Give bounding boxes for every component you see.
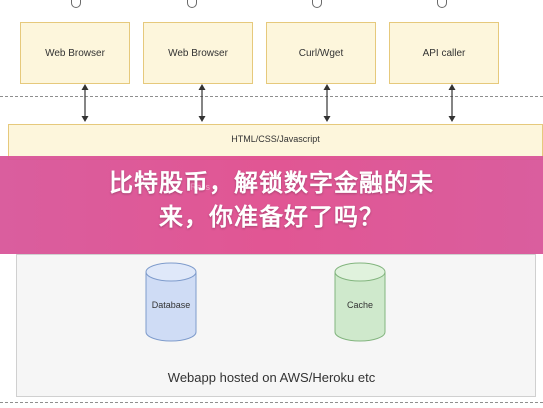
promo-headline-line-1: 比特股币，解锁数字金融的未 [109,169,434,197]
rails-partial-label: Rails [190,182,211,192]
cache-cylinder: Cache [334,262,386,342]
top-divider [0,96,543,97]
user-icon [187,0,197,8]
promo-banner [0,156,543,254]
frontend-layer: HTML/CSS/Javascript [8,124,543,160]
promo-headline-line-2: 来，你准备好了吗？ [159,203,384,231]
database-label: Database [151,300,191,310]
bidirectional-arrow-icon [323,84,331,122]
client-web-browser-1: Web Browser [20,22,130,84]
client-label: API caller [422,47,466,59]
client-curl-wget: Curl/Wget [266,22,376,84]
user-icon [312,0,322,8]
server-container [16,254,536,397]
bidirectional-arrow-icon [198,84,206,122]
client-label: Web Browser [45,47,105,59]
frontend-layer-label: HTML/CSS/Javascript [231,134,320,144]
bidirectional-arrow-icon [448,84,456,122]
client-label: Curl/Wget [298,47,344,59]
client-api-caller: API caller [389,22,499,84]
user-icon [437,0,447,8]
client-label: Web Browser [168,47,228,59]
promo-headline: 比特股币，解锁数字金融的未 来，你准备好了吗？ [0,166,543,234]
cache-label: Cache [346,300,373,310]
client-web-browser-2: Web Browser [143,22,253,84]
bidirectional-arrow-icon [81,84,89,122]
user-icon [71,0,81,8]
cache-icon [334,262,386,342]
database-cylinder: Database [145,262,197,342]
database-icon [145,262,197,342]
hosting-caption: Webapp hosted on AWS/Heroku etc [167,370,376,385]
bottom-divider [0,402,543,403]
